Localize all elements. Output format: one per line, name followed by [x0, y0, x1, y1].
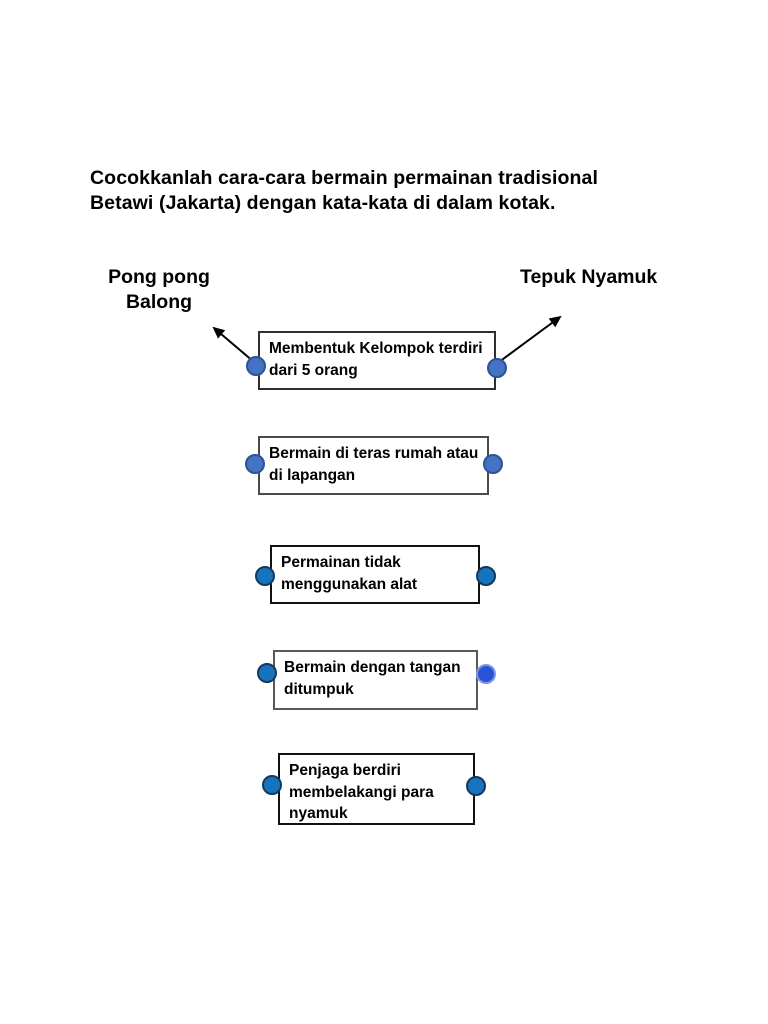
arrow-to-pong-pong-balong [212, 326, 255, 363]
connector-dot-box2-right[interactable] [483, 454, 503, 474]
connector-dot-box1-left[interactable] [246, 356, 266, 376]
exercise-instruction: Cocokkanlah cara-cara bermain permainan … [90, 167, 598, 214]
connector-dot-box5-right[interactable] [466, 776, 486, 796]
connector-dot-box5-left[interactable] [262, 775, 282, 795]
match-box-text: Penjaga berdiri membelakangi para nyamuk [289, 762, 434, 822]
connector-dot-box2-left[interactable] [245, 454, 265, 474]
connector-dot-box3-left[interactable] [255, 566, 275, 586]
match-box-text: Bermain dengan tangan ditumpuk [284, 659, 461, 698]
connector-dot-box1-right[interactable] [487, 358, 507, 378]
connector-dot-box4-left[interactable] [257, 663, 277, 683]
match-box-penjaga-berdiri: Penjaga berdiri membelakangi para nyamuk [278, 753, 475, 825]
match-box-text: Membentuk Kelompok terdiri dari 5 orang [269, 340, 483, 379]
answer-label-pong-pong-balong: Pong pong Balong [108, 266, 210, 313]
connector-dot-box3-right[interactable] [476, 566, 496, 586]
match-box-permainan-tidak-alat: Permainan tidak menggunakan alat [270, 545, 480, 604]
answer-label-tepuk-nyamuk: Tepuk Nyamuk [520, 266, 658, 288]
match-box-bermain-di-teras: Bermain di teras rumah atau di lapangan [258, 436, 489, 495]
connector-dot-box4-right[interactable] [476, 664, 496, 684]
match-box-text: Bermain di teras rumah atau di lapangan [269, 445, 479, 484]
match-box-tangan-ditumpuk: Bermain dengan tangan ditumpuk [273, 650, 478, 710]
match-box-membentuk-kelompok: Membentuk Kelompok terdiri dari 5 orang [258, 331, 496, 390]
arrow-to-tepuk-nyamuk [498, 315, 562, 363]
match-box-text: Permainan tidak menggunakan alat [281, 554, 418, 593]
